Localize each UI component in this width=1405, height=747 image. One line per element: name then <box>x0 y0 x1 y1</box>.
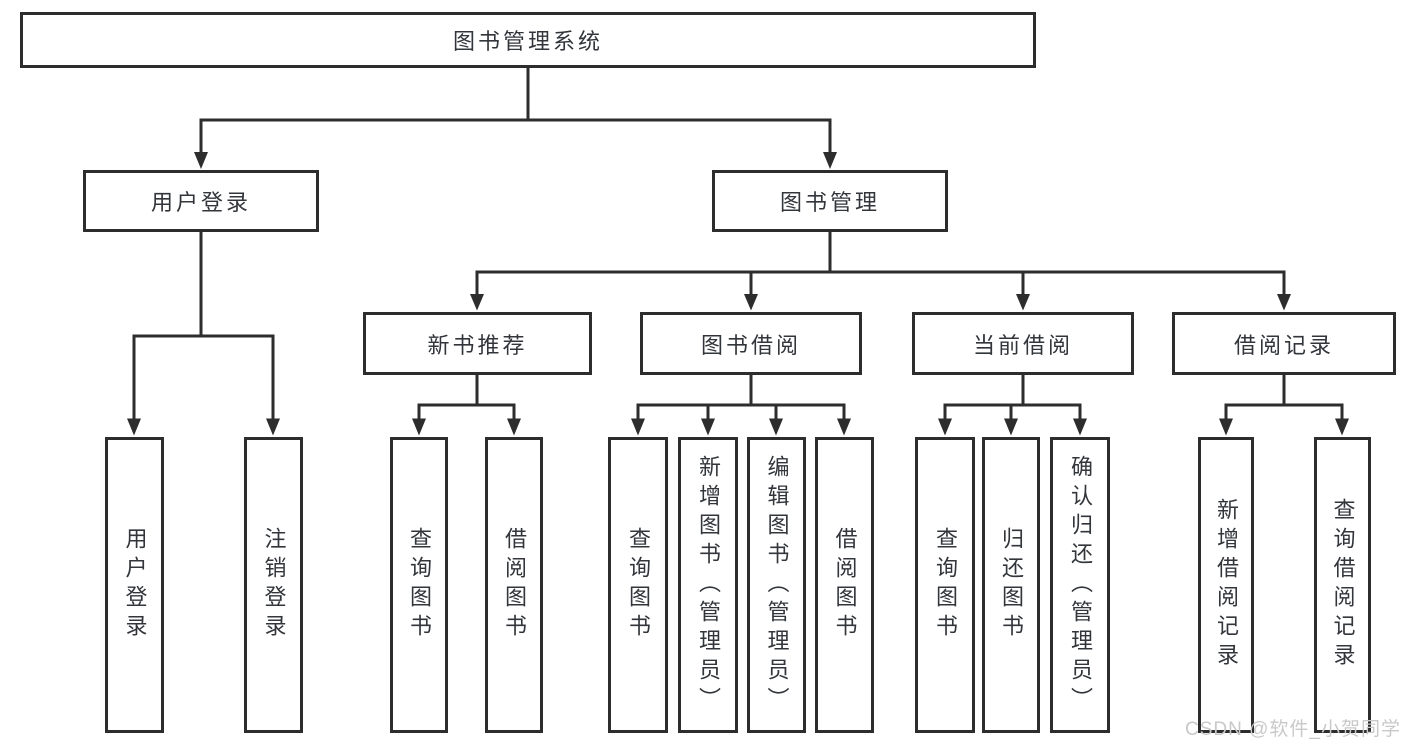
arrowhead-icon <box>1335 418 1349 436</box>
arrowhead-icon <box>194 152 208 169</box>
arrowhead-icon <box>266 418 280 436</box>
arrowhead-icon <box>1004 418 1018 436</box>
leaf-logout: 注销登录 <box>244 437 303 733</box>
leaf-label: 借阅图书 <box>502 527 527 643</box>
leaf-rec-query-books: 查询图书 <box>390 437 448 733</box>
leaf-label: 确认归还（管理员） <box>1068 454 1093 716</box>
node-user-login: 用户登录 <box>83 170 319 232</box>
leaf-label: 新增借阅记录 <box>1214 498 1239 672</box>
connector-borrow-records <box>1219 375 1349 436</box>
leaf-label: 归还图书 <box>999 527 1024 643</box>
leaf-user-login: 用户登录 <box>105 437 164 733</box>
arrowhead-icon <box>823 152 837 169</box>
leaf-label: 查询图书 <box>933 527 958 643</box>
leaf-cb-query-books: 查询图书 <box>915 437 975 733</box>
arrowhead-icon <box>631 418 645 436</box>
leaf-br-query-record: 查询借阅记录 <box>1314 437 1371 733</box>
node-book-borrow: 图书借阅 <box>640 312 862 375</box>
leaf-label: 查询图书 <box>626 527 651 643</box>
leaf-cb-return-books: 归还图书 <box>982 437 1040 733</box>
connector-current-borrow <box>938 375 1087 436</box>
leaf-label: 新增图书（管理员） <box>696 454 721 716</box>
leaf-label: 查询图书 <box>407 527 432 643</box>
arrowhead-icon <box>470 294 484 311</box>
arrowhead-icon <box>938 418 952 436</box>
connector-book-management <box>470 232 1291 311</box>
arrowhead-icon <box>1016 294 1030 311</box>
arrowhead-icon <box>1277 294 1291 311</box>
leaf-label: 注销登录 <box>261 527 287 643</box>
node-book-management: 图书管理 <box>712 170 948 232</box>
node-new-book-recommend: 新书推荐 <box>363 312 592 375</box>
connector-book-borrow <box>631 375 851 436</box>
arrowhead-icon <box>412 418 426 436</box>
leaf-cb-confirm-return-admin: 确认归还（管理员） <box>1050 437 1110 733</box>
arrowhead-icon <box>837 418 851 436</box>
node-borrow-records: 借阅记录 <box>1172 312 1396 375</box>
arrowhead-icon <box>744 294 758 311</box>
leaf-label: 用户登录 <box>122 527 148 643</box>
arrowhead-icon <box>769 418 783 436</box>
arrowhead-icon <box>507 418 521 436</box>
leaf-label: 借阅图书 <box>832 527 858 643</box>
leaf-bb-add-book-admin: 新增图书（管理员） <box>678 437 738 733</box>
arrowhead-icon <box>1073 418 1087 436</box>
connector-root <box>194 68 837 169</box>
connector-new-book-recommend <box>412 375 521 436</box>
arrowhead-icon <box>1219 418 1233 436</box>
leaf-br-add-record: 新增借阅记录 <box>1198 437 1254 733</box>
arrowhead-icon <box>127 418 141 436</box>
leaf-bb-edit-book-admin: 编辑图书（管理员） <box>747 437 806 733</box>
leaf-label: 编辑图书（管理员） <box>764 454 790 716</box>
node-current-borrow: 当前借阅 <box>912 312 1134 375</box>
leaf-rec-borrow-books: 借阅图书 <box>485 437 543 733</box>
leaf-bb-borrow-books: 借阅图书 <box>815 437 874 733</box>
leaf-label: 查询借阅记录 <box>1330 498 1356 672</box>
node-root: 图书管理系统 <box>20 12 1036 68</box>
leaf-bb-query-books: 查询图书 <box>608 437 668 733</box>
watermark: CSDN @软件_小贺同学 <box>1185 719 1401 740</box>
arrowhead-icon <box>701 418 715 436</box>
connector-user-login <box>127 232 280 436</box>
